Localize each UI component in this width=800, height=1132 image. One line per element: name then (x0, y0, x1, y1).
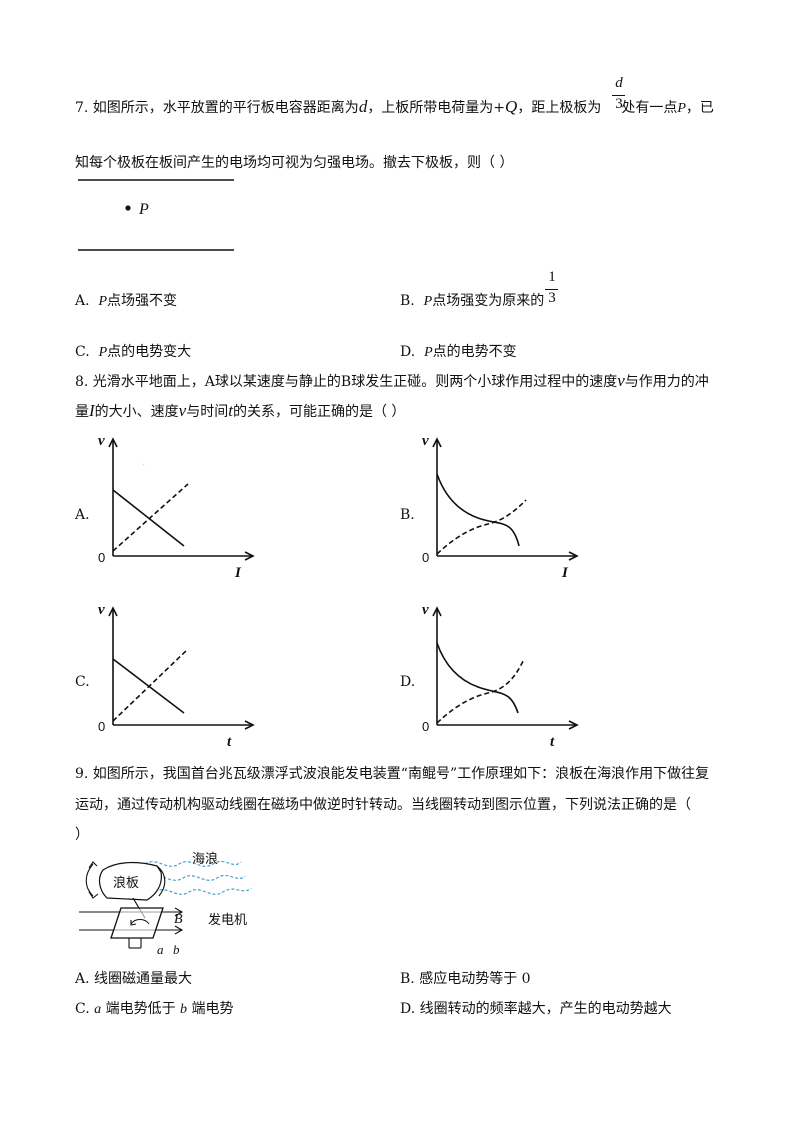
graph-b-y-label: v (422, 433, 429, 449)
graph-b-dashed-curve (436, 499, 527, 555)
fraction-bar (612, 95, 625, 96)
graph-c-y-arrow (108, 606, 118, 617)
q7-option-b[interactable]: B. P点场强变为原来的 (400, 293, 545, 309)
field-b-label: B (174, 912, 183, 927)
graph-d-x-label: t (550, 734, 555, 750)
graph-d-dashed-curve (436, 658, 525, 724)
q7-stem-line2: 知每个极板在板间产生的电场均可视为匀强电场。撤去下极板，则（ ） (75, 155, 514, 171)
q7-option-d[interactable]: D. P点的电势不变 (400, 344, 517, 360)
graph-a-solid-line (112, 489, 185, 547)
graph-b[interactable]: v 0 I (416, 428, 586, 581)
graph-b-x-label: I (561, 565, 569, 581)
point-p-dot (125, 205, 131, 211)
fraction-3-denominator: 3 (615, 96, 623, 112)
graph-a-x-label: I (234, 565, 242, 581)
q8-option-d-label[interactable]: D. (400, 674, 416, 690)
graph-d-solid-curve (436, 642, 519, 714)
q9-option-b[interactable]: B. 感应电动势等于 0 (400, 971, 531, 987)
graph-c-y-label: v (98, 602, 105, 618)
q9-option-c[interactable]: C. a 端电势低于 b 端电势 (75, 1001, 234, 1017)
q8-option-c-label[interactable]: C. (75, 674, 90, 690)
graph-a[interactable]: · v 0 I (92, 428, 262, 581)
q7-option-a[interactable]: A. P点场强不变 (75, 293, 178, 309)
fraction-3-denominator-b: 3 (548, 290, 556, 306)
fraction-1-numerator: 1 (548, 269, 556, 285)
terminal-b-label: b (173, 942, 180, 957)
reciprocating-arrow (85, 863, 94, 897)
q9-stem-line1: 9. 如图所示，我国首台兆瓦级漂浮式波浪能发电装置“南鲲号”工作原理如下：浪板在… (75, 766, 710, 782)
q9-stem-line2: 运动，通过传动机构驱动线圈在磁场中做逆时针转动。当线圈转动到图示位置，下列说法正… (75, 797, 691, 813)
q8-stem-line1: 8. 光滑水平地面上，A球以某速度与静止的B球发生正碰。则两个小球作用过程中的速… (75, 371, 709, 391)
fraction-d-numerator: d (615, 75, 623, 91)
q8-option-a-label[interactable]: A. (75, 507, 90, 523)
fraction-bar-b (545, 289, 558, 290)
svg-text:·: · (142, 458, 146, 471)
graph-d-y-label: v (422, 602, 429, 618)
wave-line-2 (148, 874, 246, 881)
graph-d-origin: 0 (422, 719, 429, 734)
q9-option-a[interactable]: A. 线圈磁通量最大 (75, 971, 193, 987)
wave-board-edge (156, 865, 166, 897)
graph-d[interactable]: v 0 t (416, 597, 586, 750)
graph-a-origin: 0 (98, 550, 105, 565)
graph-a-y-label: v (98, 433, 105, 449)
wave-board-label: 浪板 (113, 876, 140, 891)
figure-point-p-label: P (139, 201, 149, 218)
var-p: P (677, 101, 686, 116)
graph-a-y-arrow (108, 437, 118, 448)
graph-b-solid-curve (436, 473, 520, 547)
q8-option-b-label[interactable]: B. (400, 507, 415, 523)
coil (110, 907, 164, 939)
var-d: d (358, 97, 368, 116)
graph-b-x-arrow (568, 551, 579, 561)
graph-d-y-arrow (432, 606, 442, 617)
generator-label: 发电机 (208, 913, 248, 928)
wave-board (98, 861, 162, 901)
rotation-arrow (130, 918, 150, 925)
q8-stem-line2: 量I的大小、速度v与时间t的关系，可能正确的是（ ） (75, 401, 406, 421)
wave-label: 海浪 (192, 852, 219, 867)
q9-option-d[interactable]: D. 线圈转动的频率越大，产生的电动势越大 (400, 1001, 672, 1017)
graph-c-dashed-line (112, 648, 189, 722)
graph-b-origin: 0 (422, 550, 429, 565)
wave-line-1 (144, 860, 242, 867)
wave-generator-figure (79, 860, 252, 949)
q9-stem-line3: ） (75, 827, 89, 843)
graph-c-origin: 0 (98, 719, 105, 734)
graph-c[interactable]: v 0 t (92, 597, 262, 750)
graph-a-dashed-line (112, 483, 189, 552)
terminal-a-label: a (157, 942, 164, 957)
q7-stem-line1: 7. 如图所示，水平放置的平行板电容器距离为d，上板所带电荷量为+Q，距上极板为… (75, 97, 714, 117)
var-q: Q (505, 97, 518, 116)
graph-b-y-arrow (432, 437, 442, 448)
graph-c-x-arrow (244, 720, 255, 730)
graph-d-x-arrow (568, 720, 579, 730)
capacitor-figure (78, 179, 234, 251)
q7-option-c[interactable]: C. P点的电势变大 (75, 344, 192, 360)
graph-a-x-arrow (244, 551, 255, 561)
wave-line-3 (154, 887, 252, 895)
graph-c-x-label: t (227, 734, 232, 750)
